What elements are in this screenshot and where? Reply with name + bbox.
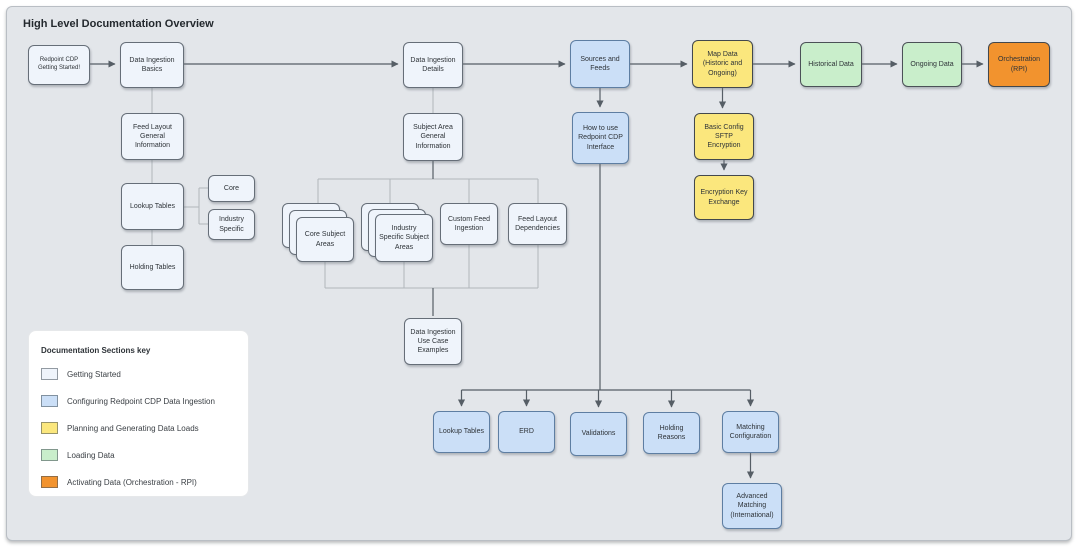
legend-item-planning: Planning and Generating Data Loads — [41, 422, 236, 434]
legend-item-getting-started: Getting Started — [41, 368, 236, 380]
node-data-ingestion-basics: Data Ingestion Basics — [120, 42, 184, 88]
legend-title: Documentation Sections key — [41, 346, 151, 355]
node-validations: Validations — [570, 412, 627, 456]
node-core: Core — [208, 175, 255, 202]
legend-item-loading: Loading Data — [41, 449, 236, 461]
node-erd: ERD — [498, 411, 555, 453]
diagram-title: High Level Documentation Overview — [23, 18, 214, 30]
legend-item-configuring: Configuring Redpoint CDP Data Ingestion — [41, 395, 236, 407]
legend-label: Loading Data — [67, 450, 115, 460]
legend-label: Configuring Redpoint CDP Data Ingestion — [67, 396, 215, 406]
legend-panel: Documentation Sections key Getting Start… — [28, 330, 249, 497]
legend-swatch-activating — [41, 476, 58, 488]
node-lookup-tables: Lookup Tables — [121, 183, 184, 230]
node-custom-feed-ingestion: Custom Feed Ingestion — [440, 203, 498, 245]
legend-swatch-loading — [41, 449, 58, 461]
node-how-to-use-redpoint-cdp-interface: How to use Redpoint CDP Interface — [572, 112, 629, 164]
node-subject-area-general-information: Subject Area General Information — [403, 113, 463, 161]
node-historical-data: Historical Data — [800, 42, 862, 87]
node-basic-config-sftp-encryption: Basic Config SFTP Encryption — [694, 113, 754, 160]
node-feed-layout-dependencies: Feed Layout Dependencies — [508, 203, 567, 245]
legend-label: Getting Started — [67, 369, 121, 379]
node-ongoing-data: Ongoing Data — [902, 42, 962, 87]
node-advanced-matching-international: Advanced Matching (International) — [722, 483, 782, 529]
legend-label: Activating Data (Orchestration - RPI) — [67, 477, 197, 487]
node-core-subject-areas: Core Subject Areas — [296, 217, 354, 262]
legend-swatch-planning — [41, 422, 58, 434]
node-matching-configuration: Matching Configuration — [722, 411, 779, 453]
node-holding-tables: Holding Tables — [121, 245, 184, 290]
legend-item-activating: Activating Data (Orchestration - RPI) — [41, 476, 236, 488]
node-map-data-historic-and-ongoing: Map Data (Historic and Ongoing) — [692, 40, 753, 88]
legend-swatch-configuring — [41, 395, 58, 407]
node-holding-reasons: Holding Reasons — [643, 412, 700, 454]
node-data-ingestion-use-case-examples: Data Ingestion Use Case Examples — [404, 318, 462, 365]
node-industry-specific: Industry Specific — [208, 209, 255, 240]
node-encryption-key-exchange: Encryption Key Exchange — [694, 175, 754, 220]
node-orchestration-rpi: Orchestration (RPI) — [988, 42, 1050, 87]
node-industry-specific-subject-areas: Industry Specific Subject Areas — [375, 214, 433, 262]
node-redpoint-cdp-getting-started: Redpoint CDP Getting Started! — [28, 45, 90, 85]
node-sources-and-feeds: Sources and Feeds — [570, 40, 630, 88]
legend-label: Planning and Generating Data Loads — [67, 423, 199, 433]
node-lookup-tables-detail: Lookup Tables — [433, 411, 490, 453]
node-data-ingestion-details: Data Ingestion Details — [403, 42, 463, 88]
node-feed-layout-general-information: Feed Layout General Information — [121, 113, 184, 160]
legend-swatch-getting-started — [41, 368, 58, 380]
